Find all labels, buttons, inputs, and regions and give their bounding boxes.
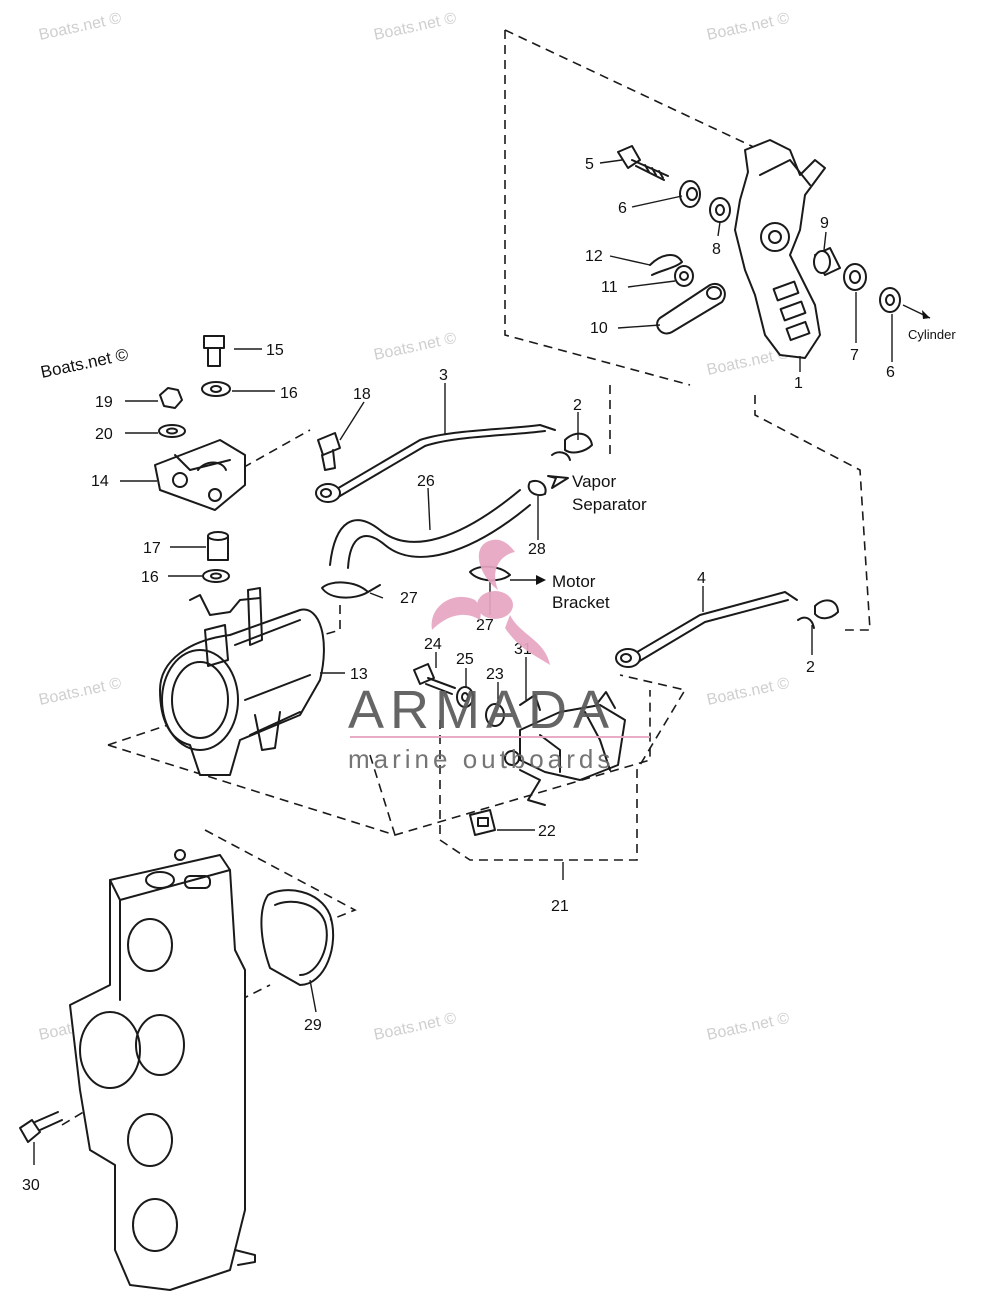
logo-divider xyxy=(350,736,650,738)
callout-label: 30 xyxy=(22,1177,40,1194)
vapor-separator-arrow xyxy=(547,475,569,489)
callout-label: 16 xyxy=(280,385,298,402)
callout-label: 19 xyxy=(95,394,113,411)
link-rod-part-3 xyxy=(315,424,556,503)
callout-label: 17 xyxy=(143,540,161,557)
clip-part-2 xyxy=(797,599,839,629)
callout-label: 15 xyxy=(266,342,284,359)
callout-label: 18 xyxy=(353,386,371,403)
callout-label: 27 xyxy=(400,590,418,607)
callout-label: 2 xyxy=(806,659,815,676)
callout-label: 16 xyxy=(141,569,159,586)
cylinder-arrow xyxy=(902,304,931,319)
vapor-separator-note-line1: Vapor xyxy=(572,472,616,491)
bolt-part-30 xyxy=(19,1111,63,1143)
callout-label: 1 xyxy=(794,375,803,392)
spacer-part-17 xyxy=(207,531,229,561)
clip-part-28 xyxy=(527,480,547,496)
callout-label: 14 xyxy=(91,473,109,490)
callout-label: 29 xyxy=(304,1017,322,1034)
callout-label: 21 xyxy=(551,898,569,915)
callout-labels: 5 6 8 9 12 11 10 7 6 1 15 16 19 20 14 17… xyxy=(22,156,895,1194)
watermark: Boats.net © xyxy=(37,10,123,44)
callout-label: 2 xyxy=(573,397,582,414)
watermark: Boats.net © xyxy=(37,675,123,709)
stud-part-18 xyxy=(317,432,341,471)
watermark: Boats.net © xyxy=(372,1010,458,1044)
clip-part-2 xyxy=(551,432,593,461)
callout-label: 3 xyxy=(439,367,448,384)
callout-label: 27 xyxy=(476,617,494,634)
washer-part-20 xyxy=(158,424,186,438)
logo-name: ARMADA xyxy=(348,680,615,740)
callout-label: 22 xyxy=(538,823,556,840)
washer-part-16 xyxy=(202,569,230,583)
callout-label: 13 xyxy=(350,666,368,683)
bushing-part-9 xyxy=(813,247,841,276)
clamp-part-27 xyxy=(469,565,511,582)
cylinder-block xyxy=(69,849,256,1291)
callout-label: 6 xyxy=(886,364,895,381)
callout-label: 24 xyxy=(424,636,442,653)
rod-end-part-10 xyxy=(656,282,726,335)
gasket-part-29 xyxy=(260,889,335,986)
callout-label: 8 xyxy=(712,241,721,258)
watermark-dark: Boats.net © xyxy=(39,345,131,382)
nut-part-19 xyxy=(159,387,183,409)
motor-bracket-arrow xyxy=(510,575,546,585)
callout-label: 9 xyxy=(820,215,829,232)
clip-part-12 xyxy=(649,254,683,276)
motor-bracket-note-line2: Bracket xyxy=(552,593,610,612)
callout-label: 12 xyxy=(585,248,603,265)
watermark: Boats.net © xyxy=(705,675,791,709)
leader-lines xyxy=(33,159,893,1165)
clip-part-22 xyxy=(469,809,496,836)
destination-notes: Cylinder Vapor Separator Motor Bracket xyxy=(552,327,956,612)
vapor-separator-note-line2: Separator xyxy=(572,495,647,514)
watermark: Boats.net © xyxy=(372,330,458,364)
armada-logo: ARMADA marine outboards xyxy=(348,539,650,774)
throttle-lever-part xyxy=(734,139,826,359)
callout-label: 11 xyxy=(601,279,618,296)
hose-part-26 xyxy=(329,489,531,569)
washer-part-8 xyxy=(709,197,731,223)
collar-part-6 xyxy=(679,180,701,208)
callout-label: 28 xyxy=(528,541,546,558)
callout-label: 23 xyxy=(486,666,504,683)
link-rod-part-4 xyxy=(615,591,798,668)
watermark: Boats.net © xyxy=(372,10,458,44)
callout-label: 6 xyxy=(618,200,627,217)
bolt-part-24 xyxy=(413,663,456,695)
collar-part-7 xyxy=(843,263,867,291)
throttle-body-part-13 xyxy=(159,587,325,776)
watermark: Boats.net © xyxy=(705,10,791,44)
cylinder-note: Cylinder xyxy=(908,327,956,342)
bolt-part-5 xyxy=(617,145,669,181)
bracket-part-14 xyxy=(154,439,246,511)
clamp-part-27 xyxy=(321,581,381,599)
logo-tagline: marine outboards xyxy=(348,744,614,774)
callout-label: 5 xyxy=(585,156,594,173)
washer-part-11 xyxy=(674,265,694,287)
callout-label: 4 xyxy=(697,570,706,587)
link-assembly-part-21 xyxy=(504,691,626,806)
washer-part-6 xyxy=(879,287,901,313)
callout-label: 7 xyxy=(850,347,859,364)
bushing-part-23 xyxy=(485,703,505,727)
callout-label: 25 xyxy=(456,651,474,668)
motor-bracket-note-line1: Motor xyxy=(552,572,596,591)
bolt-part-15 xyxy=(203,335,225,367)
callout-label: 26 xyxy=(417,473,435,490)
clip-part-31 xyxy=(519,694,541,711)
assembly-guide-lines xyxy=(61,29,871,1126)
washer-part-25 xyxy=(456,686,474,708)
washer-part-16 xyxy=(201,381,231,397)
watermark: Boats.net © xyxy=(705,1010,791,1044)
propeller-logo-icon xyxy=(431,539,550,665)
callout-label: 20 xyxy=(95,426,113,443)
callout-label: 10 xyxy=(590,320,608,337)
